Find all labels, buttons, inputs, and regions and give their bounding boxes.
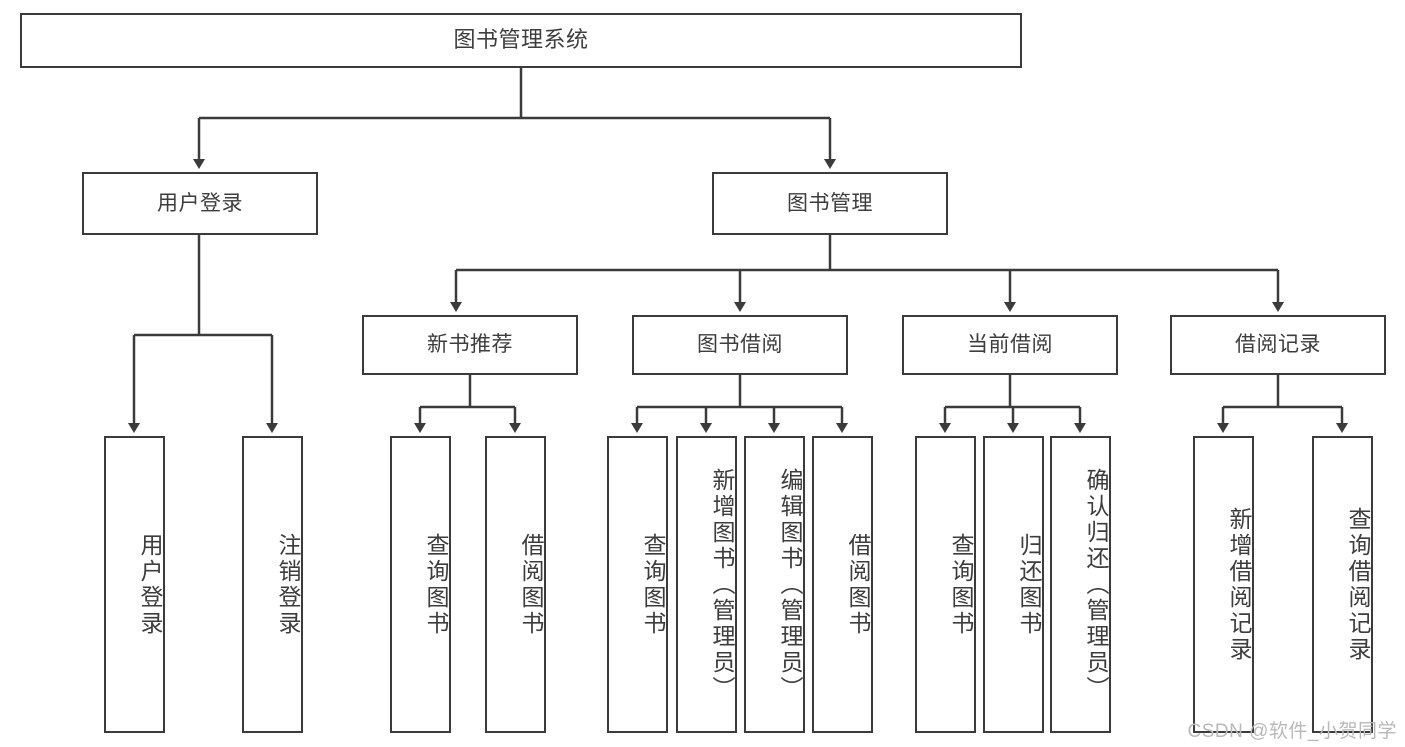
- leaf-label: 新增图书（管理员）: [709, 467, 735, 702]
- leaf-book-borrow-add[interactable]: 新增图书（管理员）: [676, 436, 737, 733]
- leaf-new-book-query[interactable]: 查询图书: [390, 436, 451, 733]
- node-new-book-recommend[interactable]: 新书推荐: [362, 315, 578, 375]
- leaf-label: 确认归还（管理员）: [1083, 467, 1109, 702]
- node-user-login-label: 用户登录: [157, 191, 243, 215]
- node-borrow-record[interactable]: 借阅记录: [1170, 315, 1386, 375]
- leaf-label: 借阅图书: [518, 532, 544, 637]
- leaf-book-borrow-borrow[interactable]: 借阅图书: [812, 436, 873, 733]
- leaf-label: 借阅图书: [845, 532, 871, 637]
- node-root-label: 图书管理系统: [453, 27, 589, 53]
- leaf-user-login-logout[interactable]: 注销登录: [242, 436, 303, 733]
- leaf-label: 归还图书: [1016, 532, 1042, 637]
- leaf-current-borrow-query[interactable]: 查询图书: [915, 436, 976, 733]
- leaf-label: 用户登录: [137, 532, 163, 637]
- node-current-borrow-label: 当前借阅: [967, 333, 1053, 357]
- node-book-management-label: 图书管理: [787, 191, 873, 215]
- leaf-label: 编辑图书（管理员）: [777, 467, 803, 702]
- node-book-management[interactable]: 图书管理: [712, 172, 948, 235]
- leaf-book-borrow-edit[interactable]: 编辑图书（管理员）: [744, 436, 805, 733]
- leaf-current-borrow-return[interactable]: 归还图书: [983, 436, 1044, 733]
- node-user-login[interactable]: 用户登录: [82, 172, 318, 235]
- leaf-borrow-record-query[interactable]: 查询借阅记录: [1312, 436, 1373, 733]
- leaf-new-book-borrow[interactable]: 借阅图书: [485, 436, 546, 733]
- leaf-current-borrow-confirm-return[interactable]: 确认归还（管理员）: [1050, 436, 1111, 733]
- leaf-borrow-record-add[interactable]: 新增借阅记录: [1193, 436, 1254, 733]
- leaf-label: 查询图书: [948, 532, 974, 637]
- leaf-label: 新增借阅记录: [1226, 506, 1252, 663]
- node-root[interactable]: 图书管理系统: [20, 13, 1022, 68]
- leaf-user-login-login[interactable]: 用户登录: [104, 436, 165, 733]
- node-borrow-record-label: 借阅记录: [1235, 333, 1321, 357]
- node-new-book-recommend-label: 新书推荐: [427, 333, 513, 357]
- leaf-label: 查询图书: [423, 532, 449, 637]
- leaf-label: 查询图书: [640, 532, 666, 637]
- node-current-borrow[interactable]: 当前借阅: [902, 315, 1118, 375]
- leaf-label: 查询借阅记录: [1345, 506, 1371, 663]
- watermark: CSDN @软件_小贺同学: [1187, 721, 1397, 742]
- node-book-borrow[interactable]: 图书借阅: [632, 315, 848, 375]
- leaf-book-borrow-query[interactable]: 查询图书: [607, 436, 668, 733]
- leaf-label: 注销登录: [275, 532, 301, 637]
- node-book-borrow-label: 图书借阅: [697, 333, 783, 357]
